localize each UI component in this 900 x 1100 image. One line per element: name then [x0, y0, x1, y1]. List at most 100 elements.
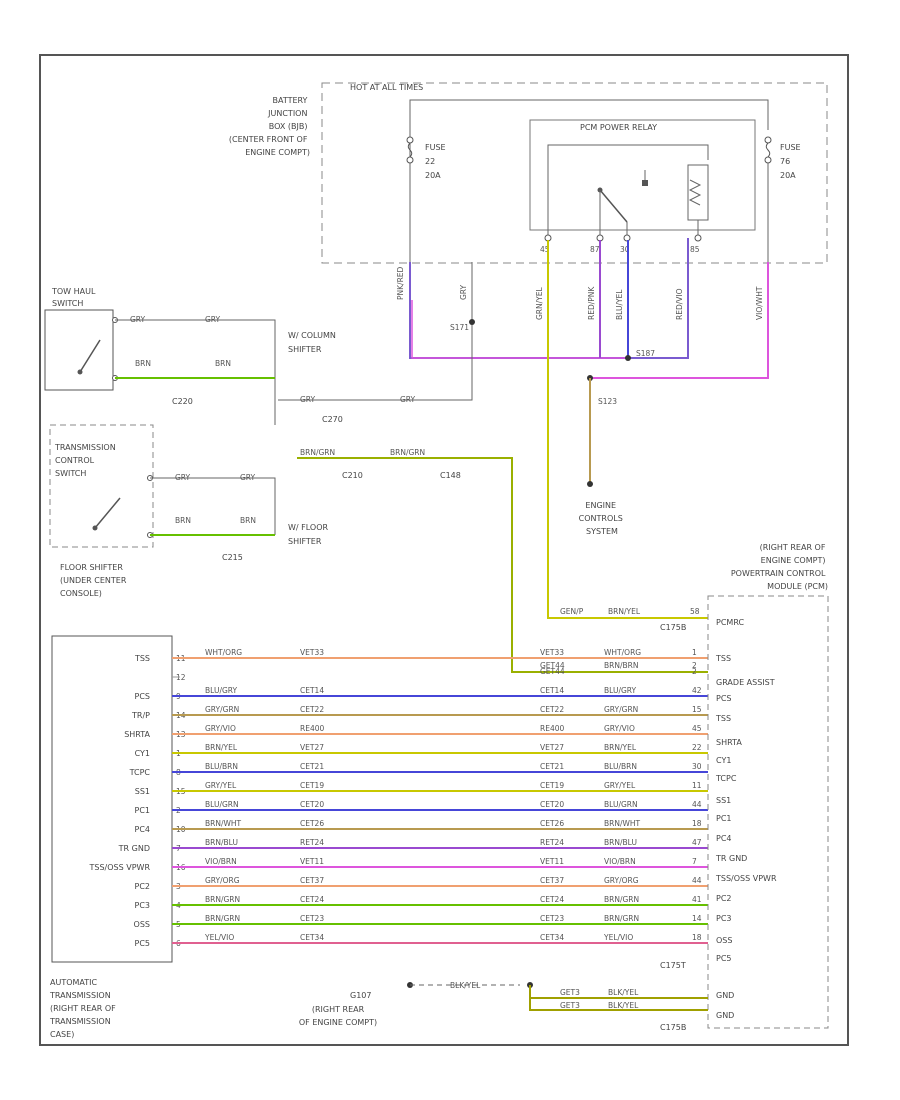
at-pin-label: PCS	[135, 692, 151, 701]
harness-pcm-pin: 22	[692, 743, 702, 752]
harness-wire-color: GRY/VIO	[205, 724, 236, 733]
svg-text:C210: C210	[342, 471, 363, 480]
svg-text:C220: C220	[172, 397, 193, 406]
harness-right-code: CET23	[540, 914, 564, 923]
at-pin-label: TSS/OSS VPWR	[89, 863, 151, 872]
harness-wire-color: BRN/BLU	[205, 838, 238, 847]
battery-junction-box: HOT AT ALL TIMES BATTERY JUNCTION BOX (B…	[229, 82, 828, 264]
svg-text:87: 87	[590, 245, 600, 254]
pcm-pin-label: OSS	[716, 936, 732, 945]
pcm-pin-label: PCMRC	[716, 618, 744, 627]
svg-text:PCM POWER RELAY: PCM POWER RELAY	[580, 123, 657, 132]
svg-text:RED/PNK: RED/PNK	[587, 286, 596, 320]
svg-text:BLK/YEL: BLK/YEL	[608, 1001, 639, 1010]
svg-text:GRY: GRY	[459, 284, 468, 300]
svg-text:GRY: GRY	[400, 395, 416, 404]
svg-text:BRN/GRN: BRN/GRN	[390, 448, 425, 457]
harness-wire-color-right: BRN/WHT	[604, 819, 641, 828]
harness-right-code: CET14	[540, 686, 564, 695]
harness-wire-color-right: BRN/BLU	[604, 838, 637, 847]
pcm-pin-label: CY1	[716, 756, 731, 765]
svg-text:GRY: GRY	[130, 315, 146, 324]
svg-text:GRN/YEL: GRN/YEL	[535, 287, 544, 320]
bjb-name: BATTERY JUNCTION BOX (BJB) (CENTER FRONT…	[229, 96, 310, 157]
at-pin-label: SS1	[135, 787, 150, 796]
diagram-frame	[39, 54, 849, 1046]
pcm-top-wire: GEN/P	[560, 607, 584, 616]
harness-wire-color: BRN/GRN	[205, 914, 240, 923]
harness-wire-color-right: BRN/GRN	[604, 895, 639, 904]
splice-s187-dot	[625, 355, 631, 361]
harness-pcm-pin: 47	[692, 838, 702, 847]
harness-right-code: CET26	[540, 819, 564, 828]
splice-s171-label: S171	[450, 323, 469, 332]
pcm-pin-label: GND	[716, 1011, 734, 1020]
harness-right-code: VET11	[540, 857, 564, 866]
harness-wire-code: CET34	[300, 933, 324, 942]
pcm-pin-label: PCS	[716, 694, 732, 703]
harness-wire-color-right: GRY/ORG	[604, 876, 639, 885]
svg-text:BRN: BRN	[215, 359, 231, 368]
harness-pcm-pin: 44	[692, 876, 702, 885]
harness-wire-color: BLU/GRN	[205, 800, 239, 809]
harness-right-code: RET24	[540, 838, 564, 847]
svg-text:GRY: GRY	[205, 315, 221, 324]
pcm-pin-label: TSS	[715, 714, 731, 723]
harness-pcm-pin: 18	[692, 819, 702, 828]
svg-text:BRN: BRN	[135, 359, 151, 368]
top-wires: PNK/RED GRY S171 GRN/YEL RED/PNK BLU/YEL…	[396, 238, 769, 619]
harness-wire-code: CET19	[300, 781, 324, 790]
harness-right-code: GET44	[540, 667, 565, 676]
harness-pcm-pin: 11	[692, 781, 702, 790]
pcm-pin-label: PC4	[716, 834, 732, 843]
harness-right-code: VET27	[540, 743, 564, 752]
harness-wire-code: VET33	[300, 648, 324, 657]
pcm-pin-label: GND	[716, 991, 734, 1000]
pcm-pin-label: SHRTA	[716, 738, 742, 747]
harness-wire-code: VET11	[300, 857, 324, 866]
harness-wire-color-right: BRN/YEL	[604, 743, 637, 752]
svg-text:C270: C270	[322, 415, 343, 424]
pcm-power-relay: PCM POWER RELAY 45 87 30 85	[529, 119, 756, 254]
harness-wire-color: BLU/GRY	[205, 686, 238, 695]
svg-text:BRN: BRN	[240, 516, 256, 525]
splice-s187-label: S187	[636, 349, 655, 358]
harness-pcm-pin: 7	[692, 857, 697, 866]
pcm-top-wire-color: BRN/YEL	[608, 607, 641, 616]
harness-wire-color-right: GRY/VIO	[604, 724, 635, 733]
gry-run-c270: GRY GRY C270	[278, 395, 473, 424]
grade-assist-pin: 2	[692, 661, 697, 670]
svg-text:PNK/RED: PNK/RED	[396, 266, 405, 300]
svg-text:85: 85	[690, 245, 700, 254]
harness-pcm-pin: 44	[692, 800, 702, 809]
bjb-dashed-outline	[321, 82, 828, 264]
harness-wire-color-right: BLU/GRN	[604, 800, 638, 809]
at-name: AUTOMATIC TRANSMISSION (RIGHT REAR OF TR…	[49, 978, 118, 1039]
harness-right-code: RE400	[540, 724, 564, 733]
harness-right-code: CET34	[540, 933, 564, 942]
pcm-pin-label: PC5	[716, 954, 732, 963]
svg-text:GET3: GET3	[560, 1001, 580, 1010]
at-pin-label: SHRTA	[124, 730, 150, 739]
harness-wire-color-right: BRN/GRN	[604, 914, 639, 923]
harness-right-code: CET22	[540, 705, 564, 714]
at-pin-label: TR/P	[131, 711, 150, 720]
at-pin-label: OSS	[134, 920, 150, 929]
pcm-connector-bot: C175B	[660, 1023, 686, 1032]
at-pin-label: PC5	[135, 939, 151, 948]
harness-right-code: CET19	[540, 781, 564, 790]
svg-text:GRY: GRY	[240, 473, 256, 482]
